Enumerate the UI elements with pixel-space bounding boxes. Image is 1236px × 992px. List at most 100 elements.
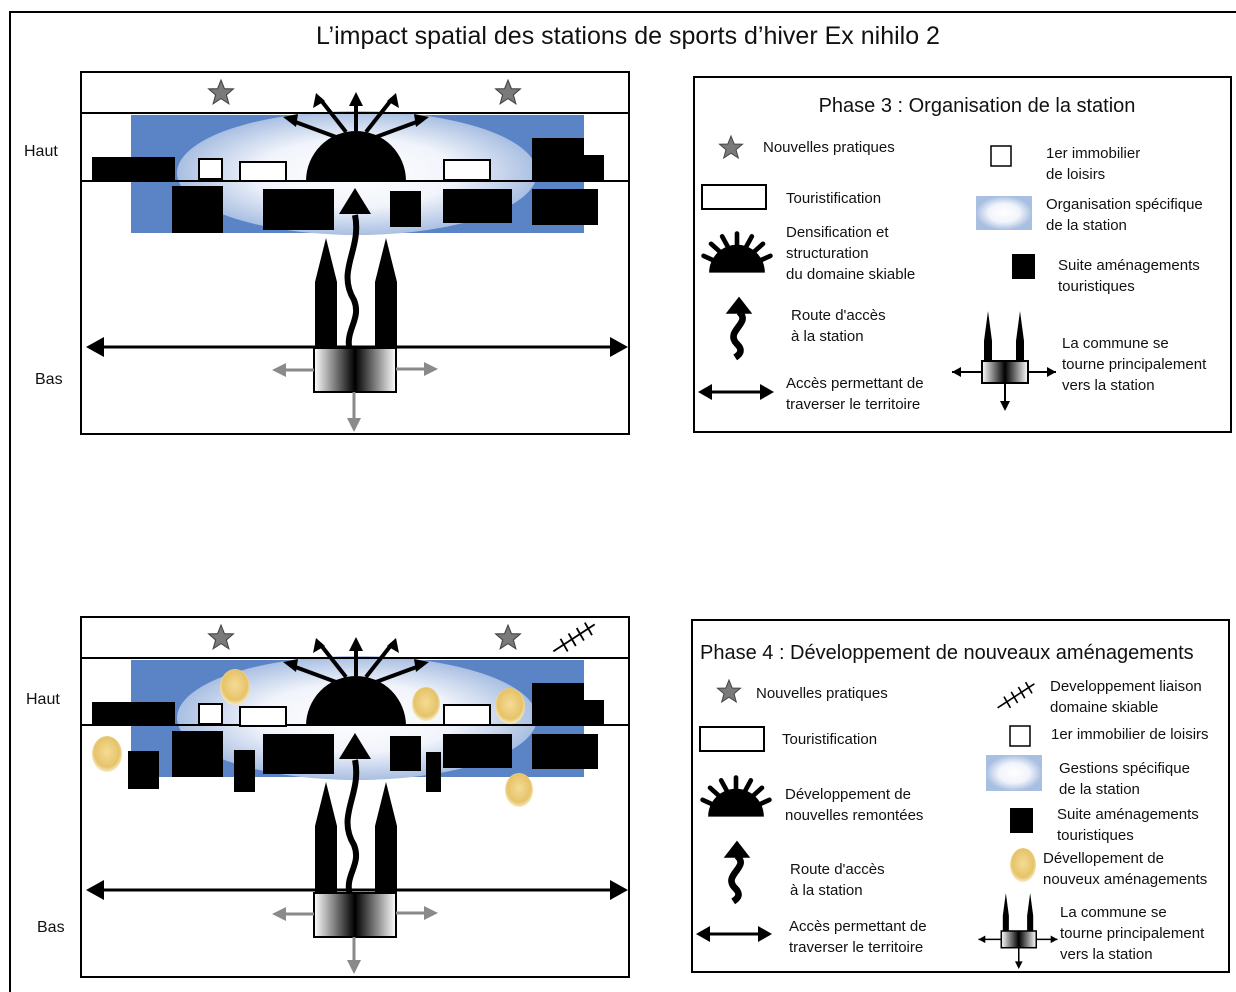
legend-orga-1: Organisation spécifique xyxy=(1046,196,1203,213)
building-block xyxy=(532,138,584,181)
legend-commune-2: tourne principalement xyxy=(1060,925,1205,942)
legend-commune-1: La commune se xyxy=(1060,904,1167,921)
suite-icon xyxy=(1012,254,1035,279)
phase3-haut-label: Haut xyxy=(24,143,58,160)
legend-densif-1: Densification et xyxy=(786,224,889,241)
legend-dev-1: Développement de xyxy=(785,786,911,803)
phase4-legend-title: Phase 4 : Développement de nouveaux amén… xyxy=(700,642,1194,664)
ski-domain-fan xyxy=(283,92,429,181)
phase4-diagram xyxy=(80,616,630,978)
new-development-ellipse xyxy=(220,669,250,705)
legend-acces-1: Accès permettant de xyxy=(789,918,927,935)
legend-commune-3: vers la station xyxy=(1062,377,1155,394)
building-block xyxy=(584,700,604,726)
building-block xyxy=(172,186,223,233)
legend-route-2: à la station xyxy=(791,328,864,345)
new-development-ellipse xyxy=(412,687,440,721)
legend-commune-2: tourne principalement xyxy=(1062,356,1207,373)
legend-immo: 1er immobilier de loisirs xyxy=(1051,726,1209,743)
building-block xyxy=(172,731,223,777)
legend-liaison-1: Developpement liaison xyxy=(1050,678,1202,695)
touristification-box xyxy=(239,161,287,182)
legend-commune-1: La commune se xyxy=(1062,335,1169,352)
legend-densif-3: du domaine skiable xyxy=(786,266,915,283)
building-block xyxy=(532,189,598,225)
touristification-box xyxy=(443,704,491,726)
access-road xyxy=(344,759,360,896)
ski-domain-fan xyxy=(283,637,429,726)
legend-immo-2: de loisirs xyxy=(1046,166,1105,183)
outer-frame xyxy=(9,11,1236,992)
legend-suite-1: Suite aménagements xyxy=(1057,806,1199,823)
commune-spire xyxy=(375,238,397,350)
building-block xyxy=(92,157,175,181)
touristification-icon xyxy=(701,184,767,210)
phase4-haut-label: Haut xyxy=(26,691,60,708)
immobilier-icon xyxy=(1009,725,1031,747)
gestion-icon xyxy=(986,755,1042,791)
phase3-diagram xyxy=(80,71,630,435)
legend-dev-2: nouvelles remontées xyxy=(785,807,923,824)
building-block xyxy=(532,734,598,769)
legend-liaison-2: domaine skiable xyxy=(1050,699,1158,716)
legend-orga-2: de la station xyxy=(1046,217,1127,234)
new-development-ellipse xyxy=(505,773,533,807)
legend-gestion-1: Gestions spécifique xyxy=(1059,760,1190,777)
touristification-box xyxy=(198,158,223,180)
legend-route-1: Route d'accès xyxy=(790,861,885,878)
touristification-box xyxy=(239,706,287,727)
building-block xyxy=(532,683,584,726)
access-road xyxy=(344,214,360,353)
touristification-box xyxy=(443,159,491,181)
road-arrowhead xyxy=(339,188,371,214)
new-development-ellipse xyxy=(495,688,525,724)
legend-nouvelles-pratiques: Nouvelles pratiques xyxy=(763,139,895,156)
building-block xyxy=(390,736,421,771)
legend-acces-2: traverser le territoire xyxy=(789,939,923,956)
building-block xyxy=(426,752,441,792)
legend-touristification: Touristification xyxy=(782,731,877,748)
building-block xyxy=(92,702,175,726)
building-block xyxy=(443,734,512,768)
building-block xyxy=(263,734,334,774)
commune-spire xyxy=(315,238,337,350)
immobilier-icon xyxy=(990,145,1012,167)
building-block xyxy=(128,751,159,789)
legend-acces-1: Accès permettant de xyxy=(786,375,924,392)
phase3-legend: Phase 3 : Organisation de la station Nou… xyxy=(693,76,1232,433)
legend-suite-2: touristiques xyxy=(1058,278,1135,295)
phase3-bas-label: Bas xyxy=(35,371,63,388)
building-block xyxy=(443,189,512,223)
commune-box xyxy=(313,347,397,393)
legend-suite-1: Suite aménagements xyxy=(1058,257,1200,274)
legend-devam-1: Dévellopement de xyxy=(1043,850,1164,867)
legend-acces-2: traverser le territoire xyxy=(786,396,920,413)
new-development-ellipse xyxy=(92,736,122,772)
touristification-box xyxy=(198,703,223,725)
legend-suite-2: touristiques xyxy=(1057,827,1134,844)
legend-nouvelles-pratiques: Nouvelles pratiques xyxy=(756,685,888,702)
legend-touristification: Touristification xyxy=(786,190,881,207)
legend-immo-1: 1er immobilier xyxy=(1046,145,1140,162)
suite-icon xyxy=(1010,808,1033,833)
new-development-icon xyxy=(1010,848,1036,882)
touristification-icon xyxy=(699,726,765,752)
legend-route-2: à la station xyxy=(790,882,863,899)
building-block xyxy=(584,155,604,181)
commune-box xyxy=(313,892,397,938)
page-title: L’impact spatial des stations de sports … xyxy=(316,22,940,50)
road-arrowhead xyxy=(339,733,371,759)
organisation-icon xyxy=(976,196,1032,230)
phase3-legend-title: Phase 3 : Organisation de la station xyxy=(819,95,1136,117)
legend-route-1: Route d'accès xyxy=(791,307,886,324)
legend-gestion-2: de la station xyxy=(1059,781,1140,798)
legend-commune-3: vers la station xyxy=(1060,946,1153,963)
building-block xyxy=(390,191,421,227)
building-block xyxy=(263,189,334,230)
commune-spire xyxy=(315,782,337,894)
building-block xyxy=(234,750,255,792)
phase4-legend-frame xyxy=(691,619,1230,973)
legend-densif-2: structuration xyxy=(786,245,869,262)
commune-spire xyxy=(375,782,397,894)
